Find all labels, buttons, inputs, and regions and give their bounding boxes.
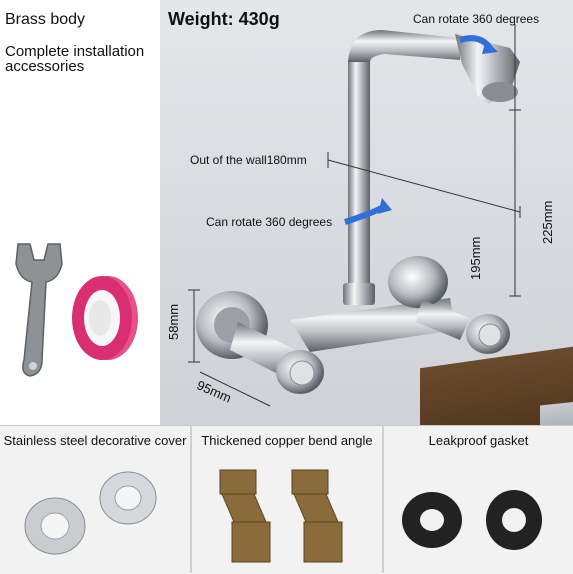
part-card-cover: Stainless steel decorative cover: [0, 425, 190, 574]
product-scene: [160, 0, 573, 425]
weight-label: Weight: 430g: [168, 9, 280, 29]
divider: [190, 425, 192, 573]
faucet-illustration: [188, 24, 521, 407]
teflon-tape-icon: [72, 276, 138, 360]
decorative-cover-icon: [24, 471, 157, 555]
part-caption: Stainless steel decorative cover: [3, 433, 187, 448]
wrench-icon: [15, 243, 63, 377]
divider: [382, 425, 384, 573]
feature-accessories: Complete installation accessories: [5, 43, 145, 75]
feature-panel: Brass body Complete installation accesso…: [0, 0, 160, 425]
part-card-bend: Thickened copper bend angle: [192, 425, 382, 574]
dim-height-total: 225mm: [540, 200, 555, 244]
copper-bend-icon: [219, 469, 343, 563]
dim-height-spout: 195mm: [468, 236, 483, 280]
part-card-gasket: Leakproof gasket: [384, 425, 573, 574]
rotate-note-top: Can rotate 360 degrees: [413, 12, 540, 26]
dim-base-height: 58mm: [166, 303, 181, 340]
part-caption: Leakproof gasket: [428, 433, 529, 448]
feature-brass-body: Brass body: [5, 11, 86, 28]
gasket-icon: [402, 490, 542, 550]
out-of-wall-label: Out of the wall180mm: [190, 153, 307, 167]
part-caption: Thickened copper bend angle: [201, 433, 373, 448]
rotate-note-mid: Can rotate 360 degrees: [206, 215, 333, 229]
